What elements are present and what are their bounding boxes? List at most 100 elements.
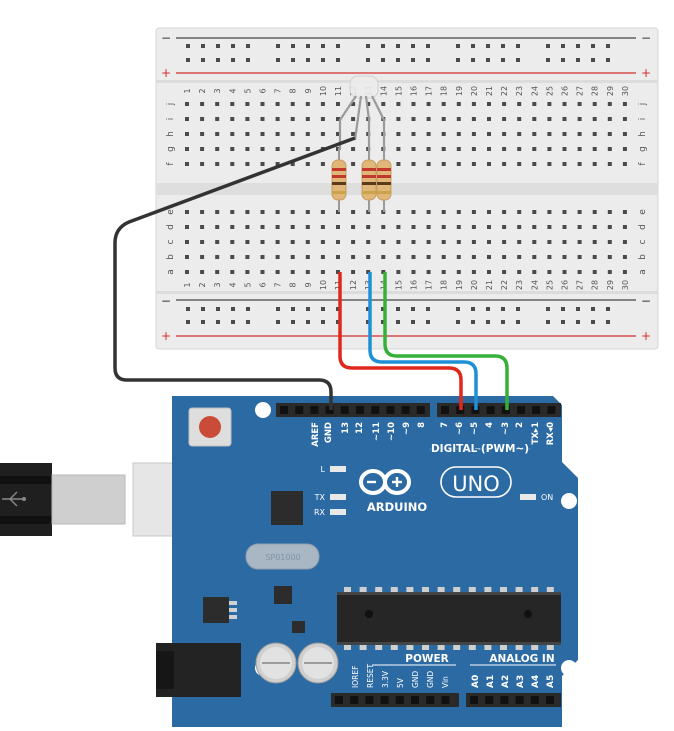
header-socket[interactable] [395, 696, 404, 704]
resistor-3[interactable] [376, 148, 392, 212]
rail-hole [456, 44, 460, 48]
breadboard-hole [577, 255, 582, 259]
rail-hole [411, 58, 415, 62]
header-socket[interactable] [441, 696, 450, 704]
breadboard-label: 29 [606, 86, 615, 96]
breadboard-hole [487, 147, 491, 151]
breadboard-hole [396, 162, 401, 166]
header-socket[interactable] [500, 696, 509, 704]
breadboard-label: i [166, 118, 176, 121]
header-socket[interactable] [441, 406, 449, 414]
breadboard-hole [260, 225, 265, 229]
breadboard-hole [517, 117, 522, 121]
rail-hole [426, 58, 430, 62]
rail-hole [576, 58, 580, 62]
header-socket[interactable] [515, 696, 524, 704]
breadboard-label: f [166, 162, 176, 166]
header-socket[interactable] [530, 696, 539, 704]
header-socket[interactable] [380, 696, 389, 704]
header-socket[interactable] [532, 406, 541, 414]
uno-model-text: UNO [452, 472, 500, 496]
header-socket[interactable] [371, 406, 380, 414]
breadboard-label: 4 [228, 282, 237, 287]
breadboard-hole [426, 255, 431, 259]
rgb-led[interactable] [338, 75, 386, 150]
rail-hole [516, 58, 520, 62]
breadboard-hole [502, 132, 507, 136]
breadboard-hole [547, 117, 552, 121]
header-socket[interactable] [411, 696, 419, 704]
header-socket[interactable] [340, 406, 349, 414]
rail-hole [546, 320, 550, 324]
breadboard-hole [532, 117, 537, 121]
breadboard-hole [607, 240, 612, 244]
digital-pin-label: ~6 [455, 422, 465, 435]
breadboard-hole [487, 210, 491, 214]
header-socket[interactable] [335, 696, 343, 704]
header-socket[interactable] [547, 406, 556, 414]
breadboard-hole [426, 147, 431, 151]
rail-hole [186, 44, 190, 48]
breadboard-hole [185, 162, 189, 166]
header-socket[interactable] [386, 406, 395, 414]
header-socket[interactable] [416, 406, 425, 414]
rail-hole [591, 307, 595, 311]
header-socket[interactable] [280, 406, 288, 414]
header-socket[interactable] [426, 696, 435, 704]
digital-pin-label: 8 [417, 422, 427, 428]
breadboard-hole [607, 132, 612, 136]
header-socket[interactable] [470, 696, 478, 704]
header-socket[interactable] [365, 696, 374, 704]
header-socket[interactable] [485, 696, 494, 704]
wire-black-gnd[interactable] [113, 136, 356, 410]
breadboard-label: 7 [274, 282, 283, 287]
rail-hole [306, 320, 310, 324]
header-socket[interactable] [350, 696, 359, 704]
breadboard-hole [200, 225, 205, 229]
breadboard-hole [411, 225, 416, 229]
breadboard-labels: 1122334455667788991010111112121313141415… [166, 86, 648, 290]
breadboard-label: 25 [545, 86, 554, 96]
breadboard-hole [245, 117, 250, 121]
breadboard-label: 1 [183, 282, 192, 287]
breadboard-hole [215, 240, 220, 244]
wire-green-pin3[interactable] [383, 272, 509, 410]
breadboard-hole [562, 255, 567, 259]
header-socket[interactable] [310, 406, 319, 414]
wire-blue-pin5[interactable] [368, 272, 478, 410]
rail-hole [591, 58, 595, 62]
breadboard-hole [607, 162, 612, 166]
breadboard-hole [411, 270, 416, 274]
breadboard-label: 10 [319, 280, 328, 290]
rail-hole [576, 307, 580, 311]
breadboard-hole [622, 270, 627, 274]
header-socket[interactable] [517, 406, 525, 414]
led-tx [330, 494, 346, 500]
header-socket[interactable] [356, 406, 364, 414]
resistor-2[interactable] [361, 148, 377, 212]
wire-red-pin6[interactable] [338, 272, 463, 410]
breadboard-label: h [638, 131, 648, 137]
rail-hole [366, 307, 370, 311]
breadboard-hole [487, 270, 491, 274]
breadboard-hole [275, 255, 280, 259]
breadboard-hole [441, 240, 446, 244]
breadboard-hole [592, 147, 597, 151]
arduino-brand-text: ARDUINO [367, 500, 428, 514]
breadboard-hole [441, 225, 446, 229]
rail-hole [276, 58, 280, 62]
header-socket[interactable] [486, 406, 495, 414]
breadboard-hole [351, 117, 356, 121]
reset-button-icon[interactable] [188, 407, 232, 447]
resistor-1[interactable] [331, 148, 347, 212]
breadboard-hole [396, 255, 401, 259]
header-socket[interactable] [295, 406, 304, 414]
digital-pin-label: GND [324, 422, 334, 443]
rail-hole [516, 320, 520, 324]
breadboard-hole [441, 147, 446, 151]
breadboard-hole [532, 147, 537, 151]
header-socket[interactable] [401, 406, 410, 414]
header-socket[interactable] [546, 696, 554, 704]
breadboard-hole [562, 162, 567, 166]
led-label-rx: RX [314, 508, 326, 517]
